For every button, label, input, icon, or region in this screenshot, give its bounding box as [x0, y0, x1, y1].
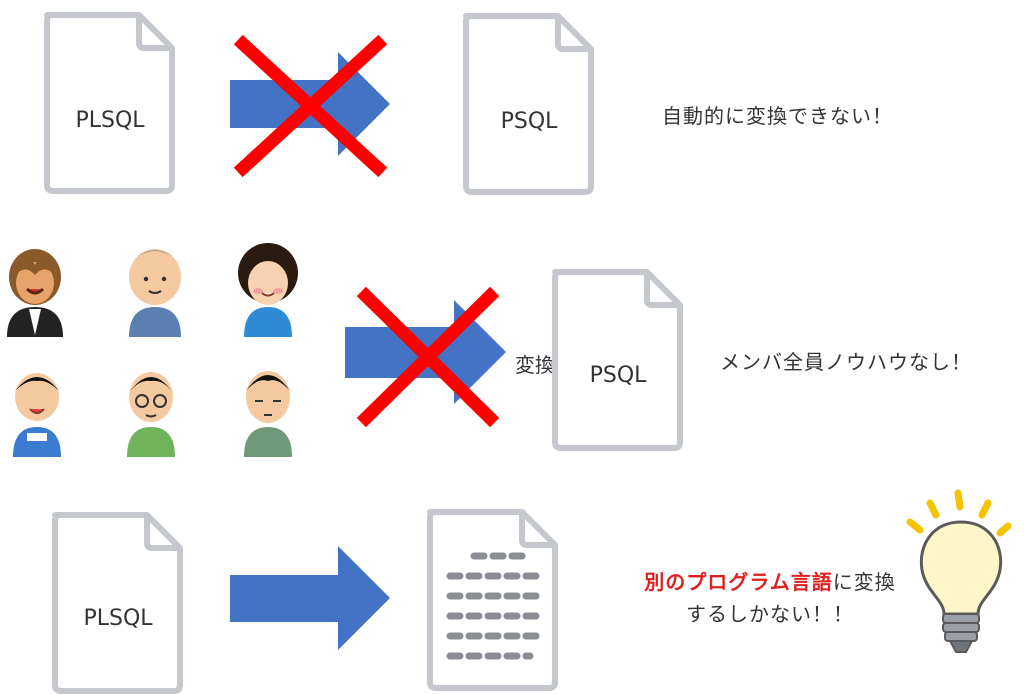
row3-note-line1: 別のプログラム言語に変換 [620, 566, 920, 598]
document-icon [47, 15, 172, 191]
person-icon [129, 249, 181, 337]
person-icon [244, 371, 292, 457]
row3-arrow [230, 546, 390, 650]
row3-note-highlight: 別のプログラム言語 [644, 570, 833, 594]
row3-source-document: PLSQL [55, 515, 180, 691]
row1-target-document: PSQL [466, 16, 591, 192]
lightbulb-icon [906, 489, 1012, 653]
person-icon [127, 372, 175, 457]
person-icon [238, 243, 298, 337]
row2-arrow-label: 変換 [515, 353, 555, 377]
row3-source-label: PLSQL [83, 606, 153, 631]
row1-cross-icon [233, 34, 388, 178]
person-icon [13, 373, 61, 457]
person-icon [7, 249, 63, 337]
text-document-icon [430, 512, 555, 688]
text-lines [446, 552, 544, 660]
document-icon [555, 272, 680, 448]
document-icon [466, 16, 591, 192]
member-group [7, 243, 298, 457]
row3-note-rest: に変換 [832, 570, 896, 594]
row3-note-line2: するしかない！！ [686, 602, 854, 626]
row2-target-label: PSQL [590, 363, 648, 388]
row2-target-document: PSQL [555, 272, 680, 448]
arrow-right-icon [230, 546, 390, 650]
row1-target-label: PSQL [501, 109, 559, 134]
row1-note: 自動的に変換できない！ [662, 104, 893, 128]
row3-note: 別のプログラム言語に変換 するしかない！！ [620, 566, 920, 630]
row1-source-document: PLSQL [47, 15, 172, 191]
row2-cross-icon [356, 286, 500, 428]
document-icon [55, 515, 180, 691]
row2-note: メンバ全員ノウハウなし！ [720, 350, 972, 374]
row1-source-label: PLSQL [75, 108, 145, 133]
row3-target-document [430, 512, 555, 688]
